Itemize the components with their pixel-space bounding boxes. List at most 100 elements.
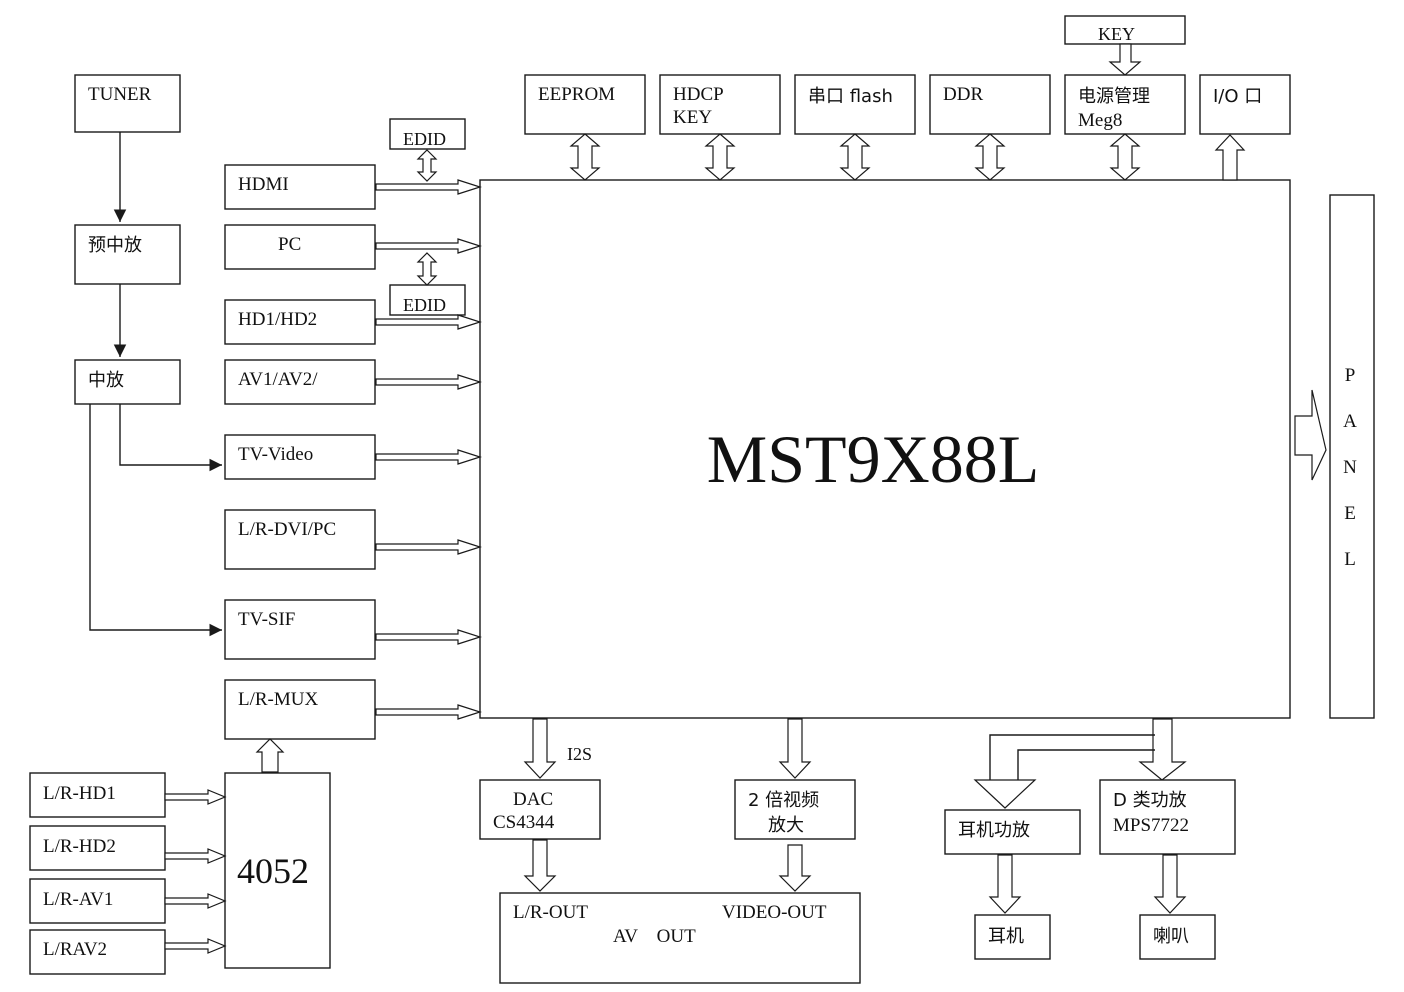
tuner-box (74, 74, 181, 133)
main-chip-label: MST9X88L (707, 421, 1039, 497)
panel-letter-l: L (1344, 549, 1356, 570)
hdcp-box (659, 74, 781, 135)
panel-letter-a: A (1343, 411, 1357, 432)
if-to-tv-video-arrow (119, 404, 222, 472)
tv-sif-arrow (375, 629, 482, 645)
mux-to-lr-mux-arrow (255, 738, 285, 773)
av-arrow (375, 374, 482, 390)
flash-box (794, 74, 916, 135)
class-d-box (1099, 779, 1236, 855)
lr-av1-label: L/R-AV1 (43, 889, 113, 910)
av-out-video-label: VIDEO-OUT (722, 902, 827, 923)
video-amp-label-line2: 放大 (768, 815, 804, 836)
dac-to-av-out-arrow (523, 839, 557, 892)
chip-to-class-d-arrow (1138, 718, 1187, 781)
hp-amp-label: 耳机功放 (958, 820, 1030, 841)
edid-bottom-double-arrow (416, 252, 438, 286)
io-box (1199, 74, 1291, 135)
lr-hd2-arrow (164, 848, 227, 864)
hp-amp-box (944, 809, 1081, 855)
power-label-line1: 电源管理 (1078, 86, 1150, 107)
hp-feed-outer-line (989, 734, 1155, 780)
tv-video-label: TV-Video (238, 444, 313, 465)
hdmi-box (224, 164, 376, 210)
power-label-line2: Meg8 (1078, 110, 1122, 131)
tv-video-box (224, 434, 376, 480)
io-label: I/O 口 (1213, 86, 1262, 107)
pc-arrow (375, 238, 482, 254)
power-box (1064, 74, 1186, 135)
mux-4052-label: 4052 (237, 851, 309, 891)
hp-feed-inner-line (1017, 749, 1155, 780)
lr-mux-arrow (375, 704, 482, 720)
panel-letters: P A N E L (1343, 365, 1357, 570)
dac-label-line2: CS4344 (493, 812, 555, 833)
av-out-box (499, 892, 861, 984)
video-amp-box (734, 779, 856, 840)
mux-4052-box (224, 772, 331, 969)
lr-mux-box (224, 679, 376, 740)
eeprom-label: EEPROM (538, 84, 615, 105)
if-amp-label: 中放 (88, 370, 124, 391)
hdcp-label-line1: HDCP (673, 84, 724, 105)
chip-to-io-arrow (1214, 134, 1246, 181)
av-box (224, 359, 376, 405)
tv-sif-label: TV-SIF (238, 609, 295, 630)
hd-arrow (375, 314, 482, 330)
speaker-box (1139, 914, 1216, 960)
av-label: AV1/AV2/ (238, 369, 318, 390)
power-double-arrow (1109, 133, 1141, 181)
panel-letter-p: P (1345, 365, 1356, 386)
key-box (1064, 15, 1186, 45)
hdmi-arrow (375, 179, 482, 195)
eeprom-box (524, 74, 646, 135)
class-d-to-speaker-arrow (1153, 854, 1187, 914)
hd-box (224, 299, 376, 345)
lr-dvi-pc-label: L/R-DVI/PC (238, 519, 336, 540)
lr-av2-box (29, 929, 166, 975)
lr-hd1-box (29, 772, 166, 818)
panel-letter-n: N (1343, 457, 1357, 478)
key-to-power-arrow (1108, 43, 1142, 76)
lr-hd2-box (29, 825, 166, 871)
key-label: KEY (1098, 24, 1135, 44)
i2s-label: I2S (567, 744, 592, 764)
class-d-label-line1: D 类功放 (1113, 790, 1187, 811)
main-chip-box (479, 179, 1291, 719)
video-amp-to-av-out-arrow (778, 844, 812, 892)
hp-amp-to-headphone-arrow (988, 854, 1022, 914)
panel-box (1329, 194, 1375, 719)
hdcp-double-arrow (704, 133, 736, 181)
flash-label: 串口 flash (808, 86, 893, 107)
edid-bottom-label: EDID (403, 295, 446, 315)
lr-mux-label: L/R-MUX (238, 689, 319, 710)
speaker-label: 喇叭 (1153, 926, 1189, 947)
hdcp-label-line2: KEY (673, 107, 712, 128)
chip-to-video-amp-arrow (778, 718, 812, 779)
tv-video-arrow (375, 449, 482, 465)
if-to-tv-sif-arrow (89, 404, 222, 637)
chip-to-panel-arrow (1294, 389, 1327, 481)
hd-label: HD1/HD2 (238, 309, 317, 330)
headphone-box (974, 914, 1051, 960)
lr-av1-arrow (164, 893, 227, 909)
dac-box (479, 779, 601, 840)
lr-hd1-label: L/R-HD1 (43, 783, 116, 804)
lr-av1-box (29, 878, 166, 924)
lr-hd1-arrow (164, 789, 227, 805)
pre-if-label: 预中放 (88, 235, 142, 256)
headphone-label: 耳机 (988, 926, 1024, 947)
eeprom-double-arrow (569, 133, 601, 181)
tuner-label: TUNER (88, 84, 152, 105)
pc-label: PC (278, 234, 301, 255)
lr-dvi-pc-box (224, 509, 376, 570)
panel-letter-e: E (1344, 503, 1356, 524)
lr-av2-arrow (164, 938, 227, 954)
class-d-label-line2: MPS7722 (1113, 815, 1189, 836)
ddr-label: DDR (943, 84, 983, 105)
edid-bottom-box (389, 284, 466, 316)
edid-top-double-arrow (416, 149, 438, 182)
pc-box (224, 224, 376, 270)
chip-to-dac-arrow (523, 718, 557, 779)
